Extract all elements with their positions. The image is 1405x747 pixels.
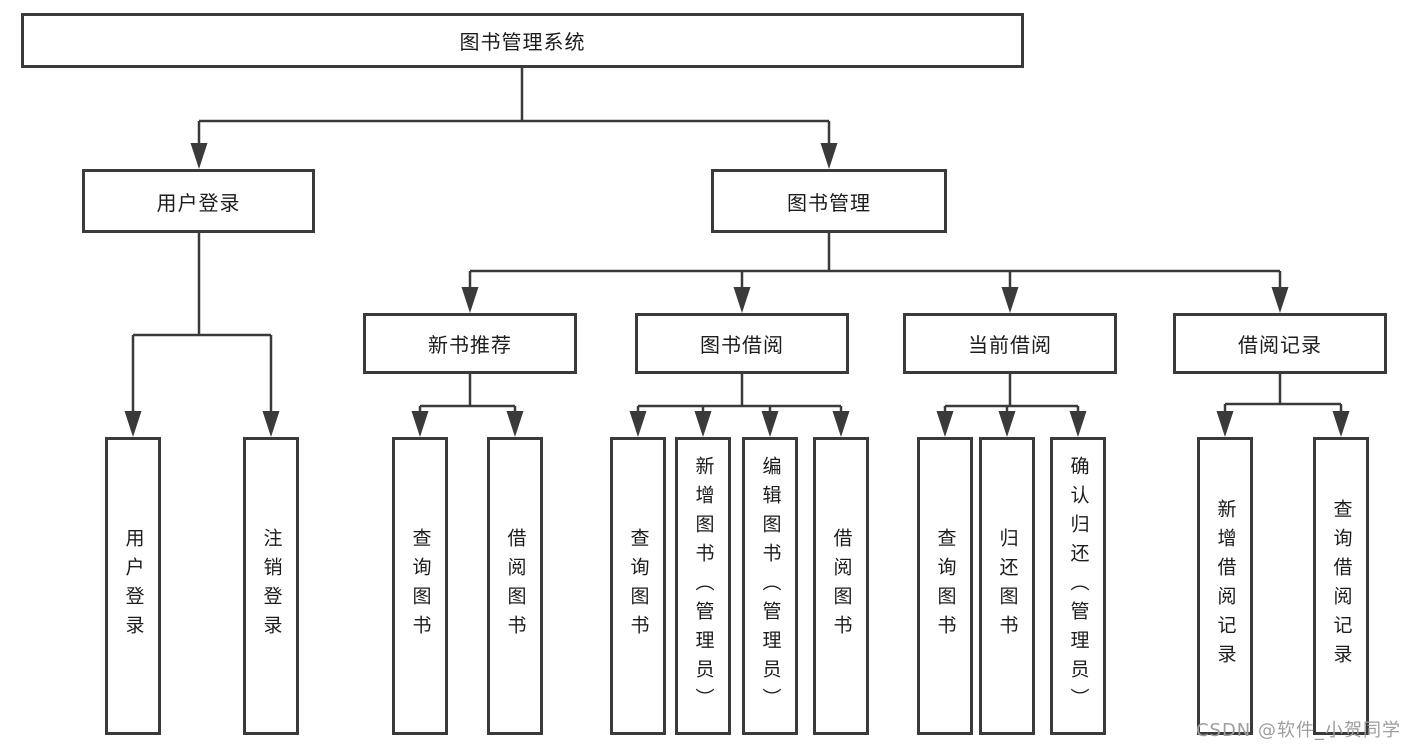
node-book-management: 图书管理 (711, 169, 947, 233)
node-leaf-borrow-book: 借阅图书 (813, 437, 869, 735)
node-leaf-edit-book-admin: 编辑图书（管理员） (742, 437, 798, 735)
node-leaf-query-borrow-record: 查询借阅记录 (1313, 437, 1369, 735)
node-leaf-borrow-book-recommend: 借阅图书 (487, 437, 543, 735)
node-user-login: 用户登录 (82, 169, 315, 233)
csdn-watermark: CSDN @软件_小贺同学 (1195, 720, 1401, 741)
arrowheads (124, 143, 1350, 437)
node-borrow-record: 借阅记录 (1173, 313, 1387, 374)
node-new-book-recommend: 新书推荐 (363, 313, 577, 374)
node-book-borrow: 图书借阅 (635, 313, 849, 374)
node-leaf-add-borrow-record: 新增借阅记录 (1197, 437, 1253, 735)
node-leaf-confirm-return-admin: 确认归还（管理员） (1050, 437, 1106, 735)
node-library-management-system: 图书管理系统 (21, 13, 1024, 68)
node-leaf-return-book: 归还图书 (979, 437, 1035, 735)
node-leaf-query-book-borrow: 查询图书 (610, 437, 666, 735)
node-leaf-logout: 注销登录 (243, 437, 299, 735)
node-leaf-query-book-current: 查询图书 (917, 437, 973, 735)
node-leaf-query-book-recommend: 查询图书 (392, 437, 448, 735)
node-leaf-user-login: 用户登录 (105, 437, 161, 735)
node-leaf-add-book-admin: 新增图书（管理员） (675, 437, 731, 735)
node-current-borrow: 当前借阅 (903, 313, 1117, 374)
